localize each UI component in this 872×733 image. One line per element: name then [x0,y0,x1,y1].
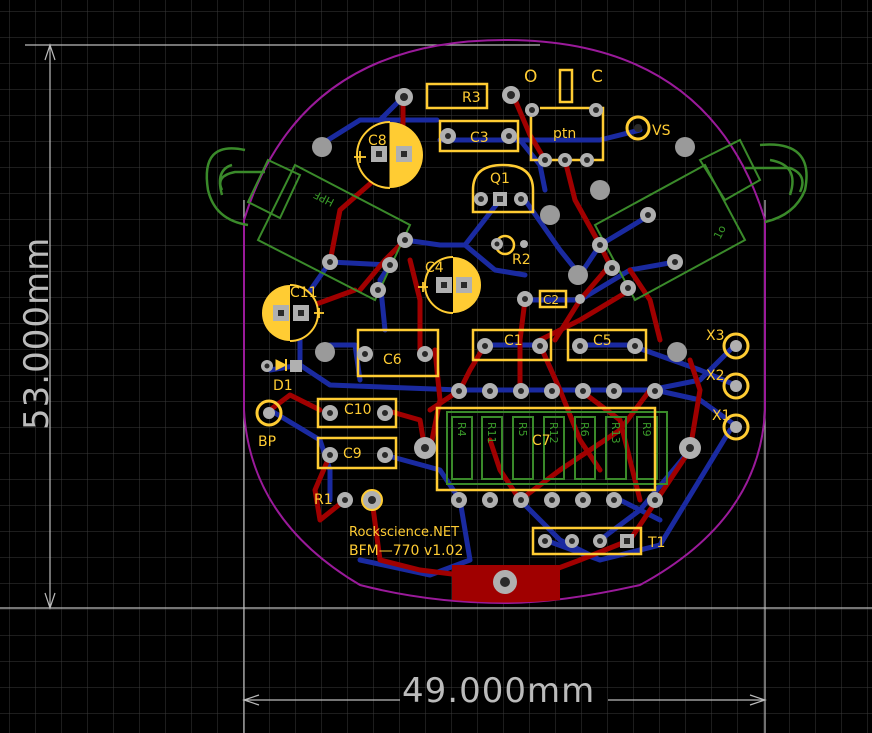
label-c10: C10 [344,402,372,418]
label-x3: X3 [706,328,725,344]
resistor-array-labels: R4 R11 R5 R12 R6 R13 R9 [455,422,653,444]
cap-c8 [356,121,423,189]
label-x2: X2 [706,368,725,384]
left-jack-wing [205,147,265,227]
silkscreen-labels: R3 C3 C8 ptn VS O C Q1 R2 C4 C2 C11 C6 C… [258,67,731,559]
height-dimension [0,43,872,610]
height-dimension-label: 53.000mm [17,237,57,430]
label-vs: VS [652,123,671,139]
label-q1: Q1 [490,171,510,187]
diode-d1 [275,359,288,371]
left-jack [246,158,412,302]
label-c11: C11 [290,285,318,301]
label-r2: R2 [512,252,531,268]
label-r3: R3 [462,90,481,106]
right-jack [593,138,762,302]
board-model: BFM—770 v1.02 [349,543,463,559]
resistor-array-bars [451,416,658,480]
unconnected-pads [312,137,695,362]
label-c8: C8 [368,133,387,149]
resistor-array-outline [446,411,668,485]
board-brand: Rockscience.NET [349,525,459,540]
plus-markers [314,151,428,318]
label-r1: R1 [314,492,333,508]
label-c7: C7 [532,433,551,449]
resistor-label-r11: R11 [485,422,498,444]
through-hole-pads [261,86,701,594]
label-c3: C3 [470,130,489,146]
label-x1: X1 [712,408,731,424]
label-d1: D1 [273,378,293,394]
silkscreen-outlines [316,68,657,556]
resistor-label-r4: R4 [455,422,468,437]
label-c6: C6 [383,352,402,368]
label-c2: C2 [543,293,559,307]
right-jack-wing [745,143,808,224]
connector-pads [255,115,750,441]
label-closed: C [591,67,603,87]
resistor-label-r9: R9 [640,422,653,437]
resistor-label-r5: R5 [516,422,529,437]
label-c1: C1 [504,333,523,349]
label-t1: T1 [647,535,665,551]
label-c4: C4 [425,260,444,276]
resistor-label-r13: R13 [609,422,622,444]
resistor-label-r12: R12 [547,422,560,444]
right-jack-label: 1o [711,223,729,241]
label-c5: C5 [593,333,612,349]
label-bp: BP [258,434,276,450]
label-ptn: ptn [553,126,576,142]
board-outline [243,38,766,605]
label-c9: C9 [343,446,362,462]
resistor-label-r6: R6 [578,422,591,437]
label-open: O [524,67,537,87]
width-dimension-label: 49.000mm [402,671,595,711]
